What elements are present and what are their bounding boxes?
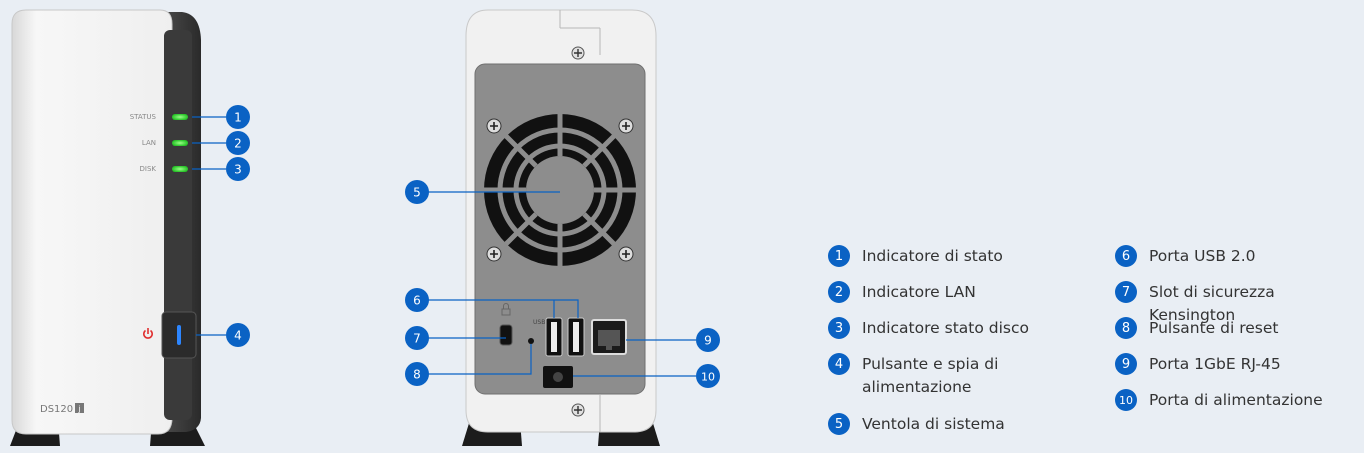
legend-text: Indicatore di stato xyxy=(862,247,1003,265)
front-shell xyxy=(11,9,173,435)
svg-text:1: 1 xyxy=(234,111,242,125)
callout-10: 10 xyxy=(696,364,720,388)
svg-text:10: 10 xyxy=(701,371,715,384)
legend-item-10: 10 Porta di alimentazione xyxy=(1115,389,1323,412)
legend-text: Pulsante di reset xyxy=(1149,319,1279,337)
legend-text: Indicatore stato disco xyxy=(862,319,1029,337)
legend-text: Pulsante e spia di alimentazione xyxy=(862,355,999,396)
legend-number: 10 xyxy=(1115,389,1137,411)
legend-text: Porta 1GbE RJ-45 xyxy=(1149,355,1281,373)
legend-number: 3 xyxy=(828,317,850,339)
legend-item-1: 1 Indicatore di stato xyxy=(828,245,1003,268)
leader-lines xyxy=(192,116,696,377)
callout-1: 1 xyxy=(226,105,250,129)
reset-button[interactable] xyxy=(528,338,534,344)
model-suffix-badge xyxy=(75,403,84,413)
legend-item-5: 5 Ventola di sistema xyxy=(828,413,1005,436)
model-suffix: j xyxy=(77,405,80,414)
led-label-disk: DISK xyxy=(140,165,157,173)
front-view: STATUS LAN DISK DS120 j xyxy=(10,9,205,446)
svg-text:8: 8 xyxy=(413,368,421,382)
legend-item-9: 9 Porta 1GbE RJ-45 xyxy=(1115,353,1281,376)
svg-text:5: 5 xyxy=(413,186,421,200)
callout-5: 5 xyxy=(405,180,429,204)
legend-number: 8 xyxy=(1115,317,1137,339)
legend-number: 4 xyxy=(828,353,850,375)
callout-3: 3 xyxy=(226,157,250,181)
led-label-status: STATUS xyxy=(130,113,157,121)
screw-bottom xyxy=(571,403,585,417)
svg-text:6: 6 xyxy=(413,294,421,308)
legend-number: 5 xyxy=(828,413,850,435)
legend-item-4: 4 Pulsante e spia di alimentazione xyxy=(828,353,998,399)
legend-text: Ventola di sistema xyxy=(862,415,1005,433)
legend-number: 7 xyxy=(1115,281,1137,303)
legend-text: Porta USB 2.0 xyxy=(1149,247,1256,265)
callout-4: 4 xyxy=(226,323,250,347)
legend-text: Slot di sicurezza Kensington xyxy=(1149,283,1275,324)
legend-item-6: 6 Porta USB 2.0 xyxy=(1115,245,1256,268)
svg-text:7: 7 xyxy=(413,332,421,346)
legend-item-2: 2 Indicatore LAN xyxy=(828,281,976,304)
lan-led xyxy=(172,140,188,146)
front-led-panel xyxy=(164,30,192,420)
led-label-lan: LAN xyxy=(142,139,156,147)
power-led xyxy=(177,325,181,345)
system-fan xyxy=(484,114,636,266)
legend-number: 9 xyxy=(1115,353,1137,375)
rear-view: USB xyxy=(462,9,660,446)
legend-text: Indicatore LAN xyxy=(862,283,976,301)
status-led xyxy=(172,114,188,120)
legend-item-7: 7 Slot di sicurezza Kensington xyxy=(1115,281,1364,327)
svg-text:9: 9 xyxy=(704,334,712,348)
legend-item-8: 8 Pulsante di reset xyxy=(1115,317,1278,340)
svg-text:4: 4 xyxy=(234,329,242,343)
callout-7: 7 xyxy=(405,326,429,350)
callout-2: 2 xyxy=(226,131,250,155)
legend-item-3: 3 Indicatore stato disco xyxy=(828,317,1029,340)
model-label: DS120 xyxy=(40,404,73,415)
legend-number: 6 xyxy=(1115,245,1137,267)
callouts: 1 2 3 4 5 6 7 8 xyxy=(226,105,720,388)
legend-number: 1 xyxy=(828,245,850,267)
callout-8: 8 xyxy=(405,362,429,386)
callout-6: 6 xyxy=(405,288,429,312)
lock-icon xyxy=(501,303,511,316)
legend-number: 2 xyxy=(828,281,850,303)
disk-led xyxy=(172,166,188,172)
legend-text: Porta di alimentazione xyxy=(1149,391,1323,409)
screw-top xyxy=(571,46,585,60)
callout-9: 9 xyxy=(696,328,720,352)
svg-text:2: 2 xyxy=(234,137,242,151)
power-icon xyxy=(143,328,153,339)
svg-text:3: 3 xyxy=(234,163,242,177)
kensington-slot[interactable] xyxy=(499,324,513,346)
usb-label: USB xyxy=(533,319,545,326)
